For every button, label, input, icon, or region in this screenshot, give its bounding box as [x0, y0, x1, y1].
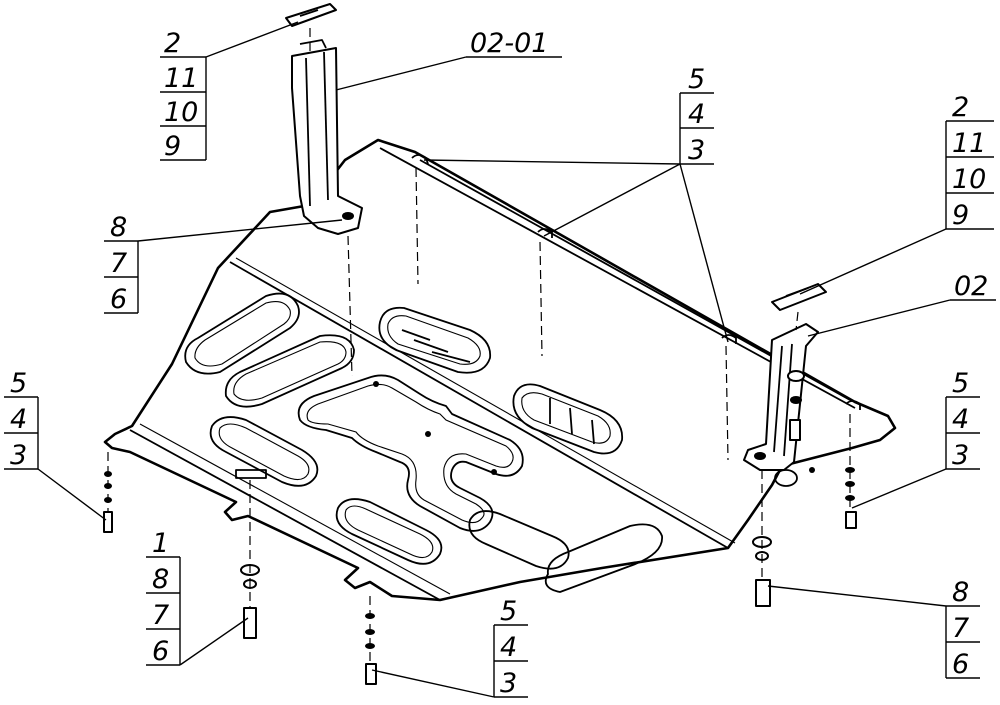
callout-label: 3	[10, 440, 27, 471]
callout-label: 02-01	[470, 28, 548, 59]
callout-label: 7	[152, 600, 169, 631]
callout-fastener-right: 5 4 3	[851, 368, 980, 509]
callout-label: 3	[688, 135, 705, 166]
callout-label: 8	[952, 577, 969, 608]
callout-bracket-right: 2 11 10 9	[799, 92, 994, 295]
callout-bracket-left: 2 11 10 9	[160, 21, 299, 162]
callout-bolt-left-upper: 8 7 6	[104, 212, 343, 315]
callout-label: 3	[500, 668, 517, 699]
callout-bolt-front-left: 1 8 7 6	[146, 528, 249, 667]
callout-label: 6	[952, 649, 969, 680]
callout-part-02: 02	[807, 271, 996, 337]
bracket-02	[743, 283, 827, 471]
callout-label: 8	[110, 212, 127, 243]
callout-label: 2	[952, 92, 969, 123]
callout-label: 4	[952, 404, 969, 435]
callout-label: 02	[954, 271, 988, 302]
callout-fastener-front-center: 5 4 3	[371, 596, 528, 699]
callout-label: 1	[152, 528, 169, 559]
callout-label: 10	[952, 164, 986, 195]
callout-label: 5	[500, 596, 517, 627]
callout-label: 6	[152, 636, 169, 667]
callout-fastener-far-left: 5 4 3	[4, 368, 107, 521]
callout-label: 9	[952, 200, 969, 231]
callout-label: 4	[688, 99, 705, 130]
callout-bolt-front-right: 8 7 6	[767, 577, 980, 680]
callout-label: 6	[110, 284, 127, 315]
callout-label: 9	[164, 131, 181, 162]
callout-label: 11	[164, 63, 198, 94]
callout-label: 4	[500, 632, 517, 663]
assembly-lines	[107, 28, 851, 664]
callout-label: 2	[164, 28, 181, 59]
callout-part-02-01: 02-01	[335, 28, 562, 91]
callout-label: 11	[952, 128, 986, 159]
callout-label: 3	[952, 440, 969, 471]
callout-label: 7	[110, 248, 127, 279]
callout-label: 5	[688, 64, 705, 95]
callout-slot-top: 5 4 3	[423, 64, 729, 343]
callout-label: 5	[10, 368, 27, 399]
bracket-02-01	[285, 3, 363, 235]
callout-label: 8	[152, 564, 169, 595]
skid-plate	[103, 138, 897, 602]
callout-label: 10	[164, 97, 198, 128]
callout-label: 4	[10, 404, 27, 435]
callout-label: 5	[952, 368, 969, 399]
callout-label: 7	[952, 613, 969, 644]
